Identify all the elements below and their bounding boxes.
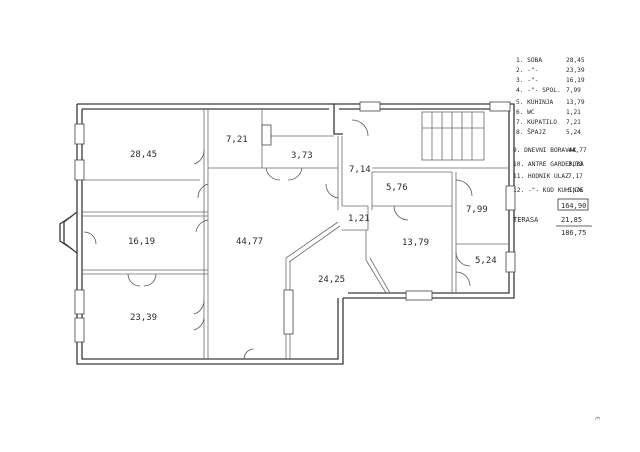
legend-row-value: 23,39	[566, 67, 585, 74]
staircase	[421, 111, 485, 161]
legend-row-name: 9. DNEVNI BORAVAK	[513, 147, 577, 154]
legend-row-value: 44,77	[568, 147, 587, 154]
legend-row-name: 7. KUPATILO	[516, 119, 557, 126]
room-labels: 28,45 7,21 3,73 7,14 5,76 1,21 7,99 16,1…	[128, 135, 497, 323]
room-label-kitchen: 13,79	[402, 238, 429, 248]
room-label-bedroom-2: 23,39	[130, 313, 157, 323]
area-legend: 1. SOBA 28,45 2. -"- 23,39 3. -"- 16,19 …	[513, 57, 592, 237]
legend-row-value: 13,79	[566, 99, 585, 106]
legend-row-name: 11. HODNIK ULAZ	[513, 173, 569, 180]
legend-row-value: 7,99	[566, 87, 581, 94]
room-label-bedroom-3: 16,19	[128, 237, 155, 247]
legend-row-name: 3. -"-	[516, 77, 538, 84]
door-swings	[83, 119, 473, 360]
legend-row-name: 1. SOBA	[516, 57, 542, 64]
room-label-bathroom: 7,21	[226, 135, 248, 145]
legend-row-name: 10. ANTRE GARDEROBA	[513, 161, 584, 168]
legend-subtotal: 164,90	[561, 202, 586, 210]
legend-row-name: 4. -"- SPOL.	[516, 87, 561, 94]
legend-row-value: 1,21	[566, 109, 581, 116]
legend-row-name: 5. KUHINJA	[516, 99, 554, 106]
legend-row-value: 16,19	[566, 77, 585, 84]
legend-row-value: 5,24	[566, 129, 581, 136]
room-label-kitchen-hall: 5,76	[386, 183, 408, 193]
room-label-bedroom-1: 28,45	[130, 150, 157, 160]
room-label-small-room: 7,99	[466, 205, 488, 215]
margin-note: Э	[595, 416, 602, 420]
legend-row-name: 2. -"-	[516, 67, 538, 74]
room-label-dining: 24,25	[318, 275, 345, 285]
legend-row-value: 5,76	[568, 187, 583, 194]
subtotal-box	[557, 198, 589, 211]
legend-row-name: 6. WC	[516, 109, 535, 116]
room-label-entry-wardrobe: 3,73	[291, 151, 313, 161]
room-label-hallway: 7,14	[349, 165, 371, 175]
legend-total: 186,75	[561, 229, 586, 237]
interior-walls	[82, 109, 509, 359]
room-label-wc: 1,21	[348, 214, 370, 224]
legend-terrace-label: TERASA	[513, 216, 539, 224]
legend-row-name: 12. -"- KOD KUHINJE	[513, 187, 584, 194]
legend-row-value: 7,21	[566, 119, 581, 126]
windows	[74, 101, 516, 343]
room-label-pantry: 5,24	[475, 256, 497, 266]
room-label-living-room: 44,77	[236, 237, 263, 247]
legend-row-value: 3,73	[568, 161, 583, 168]
legend-terrace-value: 21,85	[561, 216, 582, 224]
legend-row-name: 8. ŠPAJZ	[516, 127, 546, 136]
legend-row-value: 28,45	[566, 57, 585, 64]
legend-row-value: 7,17	[568, 173, 583, 180]
